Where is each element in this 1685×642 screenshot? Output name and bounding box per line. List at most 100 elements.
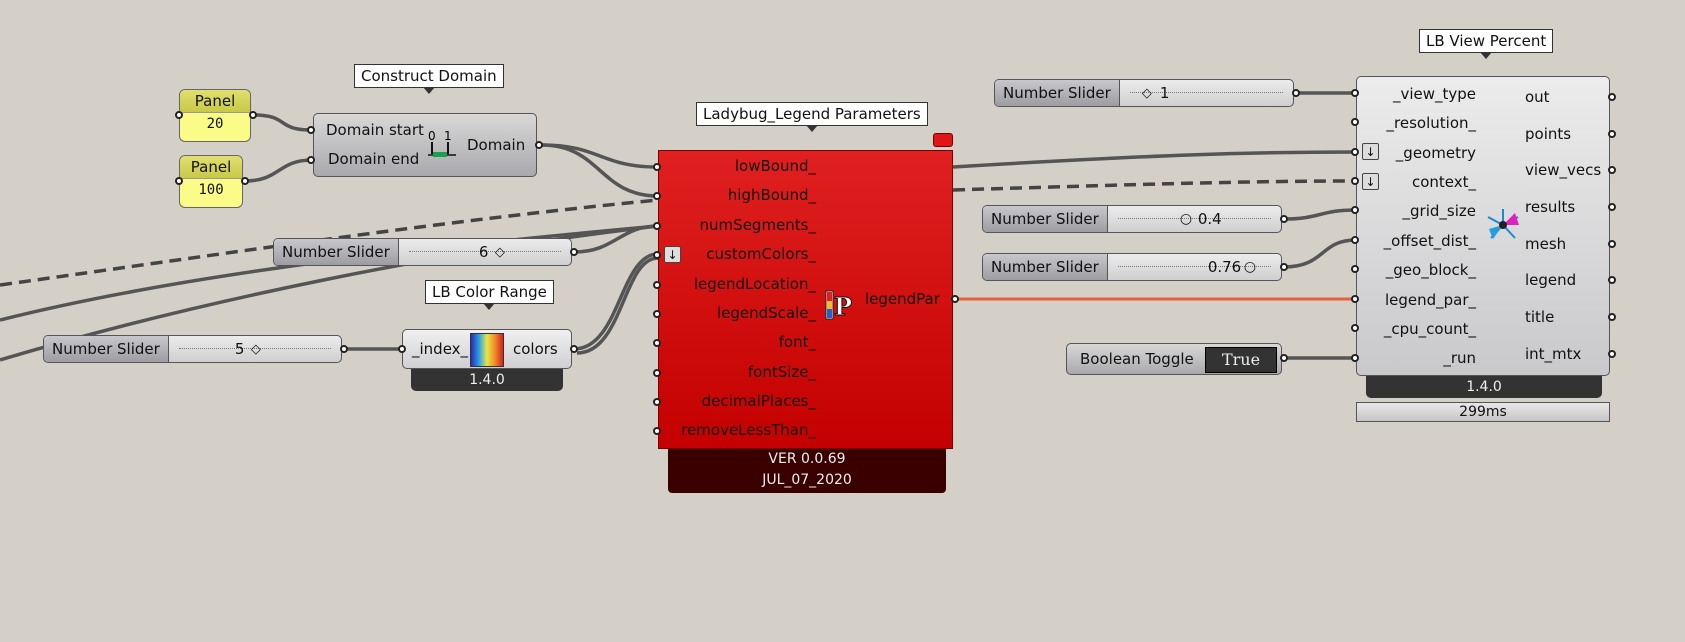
colors-grip[interactable] — [570, 345, 578, 353]
geo-block-grip[interactable] — [1351, 265, 1359, 273]
input-context[interactable]: context_ — [1411, 173, 1476, 191]
input-lowbound[interactable]: lowBound_ — [734, 157, 816, 175]
domain-start-input[interactable]: Domain start — [326, 121, 424, 139]
resolution-grip[interactable] — [1351, 118, 1359, 126]
customcolors-grip[interactable] — [653, 251, 661, 259]
highbound-grip[interactable] — [653, 192, 661, 200]
panel-100-out-grip[interactable] — [241, 177, 249, 185]
font-grip[interactable] — [653, 339, 661, 347]
toggle-grip[interactable] — [1280, 354, 1288, 362]
view-vecs-grip[interactable] — [1608, 166, 1616, 174]
flatten-icon[interactable]: ↓ — [664, 246, 681, 263]
points-grip[interactable] — [1608, 130, 1616, 138]
panel-value[interactable]: 20 — [206, 116, 224, 132]
slider-knob-icon[interactable]: ◇ — [1141, 86, 1152, 101]
input-font[interactable]: font_ — [778, 333, 816, 351]
slider-track[interactable]: 5 ◇ — [169, 336, 341, 362]
slider-track[interactable]: 0.76 ○ — [1108, 254, 1281, 280]
input-grid-size[interactable]: _grid_size — [1402, 202, 1476, 220]
domain-output[interactable]: Domain — [467, 136, 526, 154]
domain-start-grip[interactable] — [307, 126, 315, 134]
input-customcolors[interactable]: customColors_ — [706, 245, 816, 263]
output-results[interactable]: results — [1525, 198, 1576, 216]
panel-20-in-grip[interactable] — [175, 111, 183, 119]
domain-end-input[interactable]: Domain end — [328, 150, 420, 168]
flatten-icon[interactable]: ↓ — [1362, 173, 1379, 190]
slider-track[interactable]: ○ 0.4 — [1108, 206, 1281, 232]
number-slider-color-index[interactable]: Number Slider 5 ◇ — [43, 335, 342, 363]
input-fontsize[interactable]: fontSize_ — [747, 363, 816, 381]
view-type-grip[interactable] — [1351, 89, 1359, 97]
cpu-count-grip[interactable] — [1351, 324, 1359, 332]
slider-knob-icon[interactable]: ◇ — [250, 342, 261, 357]
index-input[interactable]: _index_ — [412, 340, 469, 358]
output-legend[interactable]: legend — [1525, 271, 1577, 289]
input-run[interactable]: _run — [1443, 349, 1476, 367]
panel-100-in-grip[interactable] — [175, 177, 183, 185]
slider-segments-grip[interactable] — [570, 248, 578, 256]
legendpar-output[interactable]: legendPar — [865, 290, 940, 308]
input-legendscale[interactable]: legendScale_ — [716, 304, 816, 322]
context-grip[interactable] — [1351, 177, 1359, 185]
panel-20-out-grip[interactable] — [249, 111, 257, 119]
slider-knob-icon[interactable]: ○ — [1243, 259, 1257, 275]
input-resolution[interactable]: _resolution_ — [1386, 114, 1476, 132]
lowbound-grip[interactable] — [653, 163, 661, 171]
removelessthan-grip[interactable] — [653, 427, 661, 435]
legend-par-grip[interactable] — [1351, 295, 1359, 303]
legendscale-grip[interactable] — [653, 310, 661, 318]
slider-offset-grip[interactable] — [1280, 263, 1288, 271]
title-grip[interactable] — [1608, 313, 1616, 321]
index-grip[interactable] — [398, 345, 406, 353]
run-grip[interactable] — [1351, 354, 1359, 362]
out-grip[interactable] — [1608, 93, 1616, 101]
decimalplaces-grip[interactable] — [653, 398, 661, 406]
results-grip[interactable] — [1608, 203, 1616, 211]
number-slider-view-type[interactable]: Number Slider ◇ 1 — [994, 79, 1294, 107]
toggle-value[interactable]: True — [1205, 347, 1277, 373]
output-view-vecs[interactable]: view_vecs — [1525, 161, 1602, 179]
slider-grid-size-grip[interactable] — [1280, 215, 1288, 223]
colors-output[interactable]: colors — [513, 340, 558, 358]
boolean-toggle[interactable]: Boolean Toggle True — [1066, 343, 1282, 375]
fontsize-grip[interactable] — [653, 369, 661, 377]
panel-100[interactable]: Panel 100 — [179, 155, 243, 208]
input-legend-par[interactable]: legend_par_ — [1384, 291, 1476, 309]
input-geo-block[interactable]: _geo_block_ — [1385, 261, 1476, 279]
view-percent-component[interactable]: _view_type _resolution_ _geometry contex… — [1356, 76, 1610, 376]
number-slider-grid-size[interactable]: Number Slider ○ 0.4 — [982, 205, 1282, 233]
domain-end-grip[interactable] — [307, 156, 315, 164]
output-title[interactable]: title — [1525, 308, 1555, 326]
input-offset-dist[interactable]: _offset_dist_ — [1383, 232, 1476, 250]
input-cpu-count[interactable]: _cpu_count_ — [1383, 320, 1476, 338]
warning-flag-icon[interactable] — [933, 133, 953, 147]
legendlocation-grip[interactable] — [653, 281, 661, 289]
slider-track[interactable]: 6 ◇ — [399, 239, 571, 265]
input-legendlocation[interactable]: legendLocation_ — [693, 275, 816, 293]
slider-view-type-grip[interactable] — [1292, 89, 1300, 97]
input-removelessthan[interactable]: removeLessThan_ — [681, 421, 816, 439]
output-int-mtx[interactable]: int_mtx — [1525, 345, 1582, 363]
number-slider-offset[interactable]: Number Slider 0.76 ○ — [982, 253, 1282, 281]
input-decimalplaces[interactable]: decimalPlaces_ — [701, 392, 816, 410]
slider-knob-icon[interactable]: ◇ — [494, 245, 505, 260]
slider-color-index-grip[interactable] — [340, 345, 348, 353]
grid-size-grip[interactable] — [1351, 206, 1359, 214]
legendpar-grip[interactable] — [951, 295, 959, 303]
input-highbound[interactable]: highBound_ — [727, 186, 816, 204]
numsegments-grip[interactable] — [653, 222, 661, 230]
offset-dist-grip[interactable] — [1351, 236, 1359, 244]
slider-track[interactable]: ◇ 1 — [1120, 80, 1293, 106]
mesh-grip[interactable] — [1608, 240, 1616, 248]
input-geometry[interactable]: _geometry — [1395, 144, 1476, 162]
legend-grip[interactable] — [1608, 276, 1616, 284]
number-slider-segments[interactable]: Number Slider 6 ◇ — [273, 238, 572, 266]
domain-output-grip[interactable] — [535, 141, 543, 149]
output-points[interactable]: points — [1525, 125, 1572, 143]
color-range-component[interactable]: _index_ colors — [402, 329, 572, 369]
flatten-icon[interactable]: ↓ — [1362, 143, 1379, 160]
panel-value[interactable]: 100 — [198, 182, 224, 198]
input-numsegments[interactable]: numSegments_ — [699, 216, 816, 234]
